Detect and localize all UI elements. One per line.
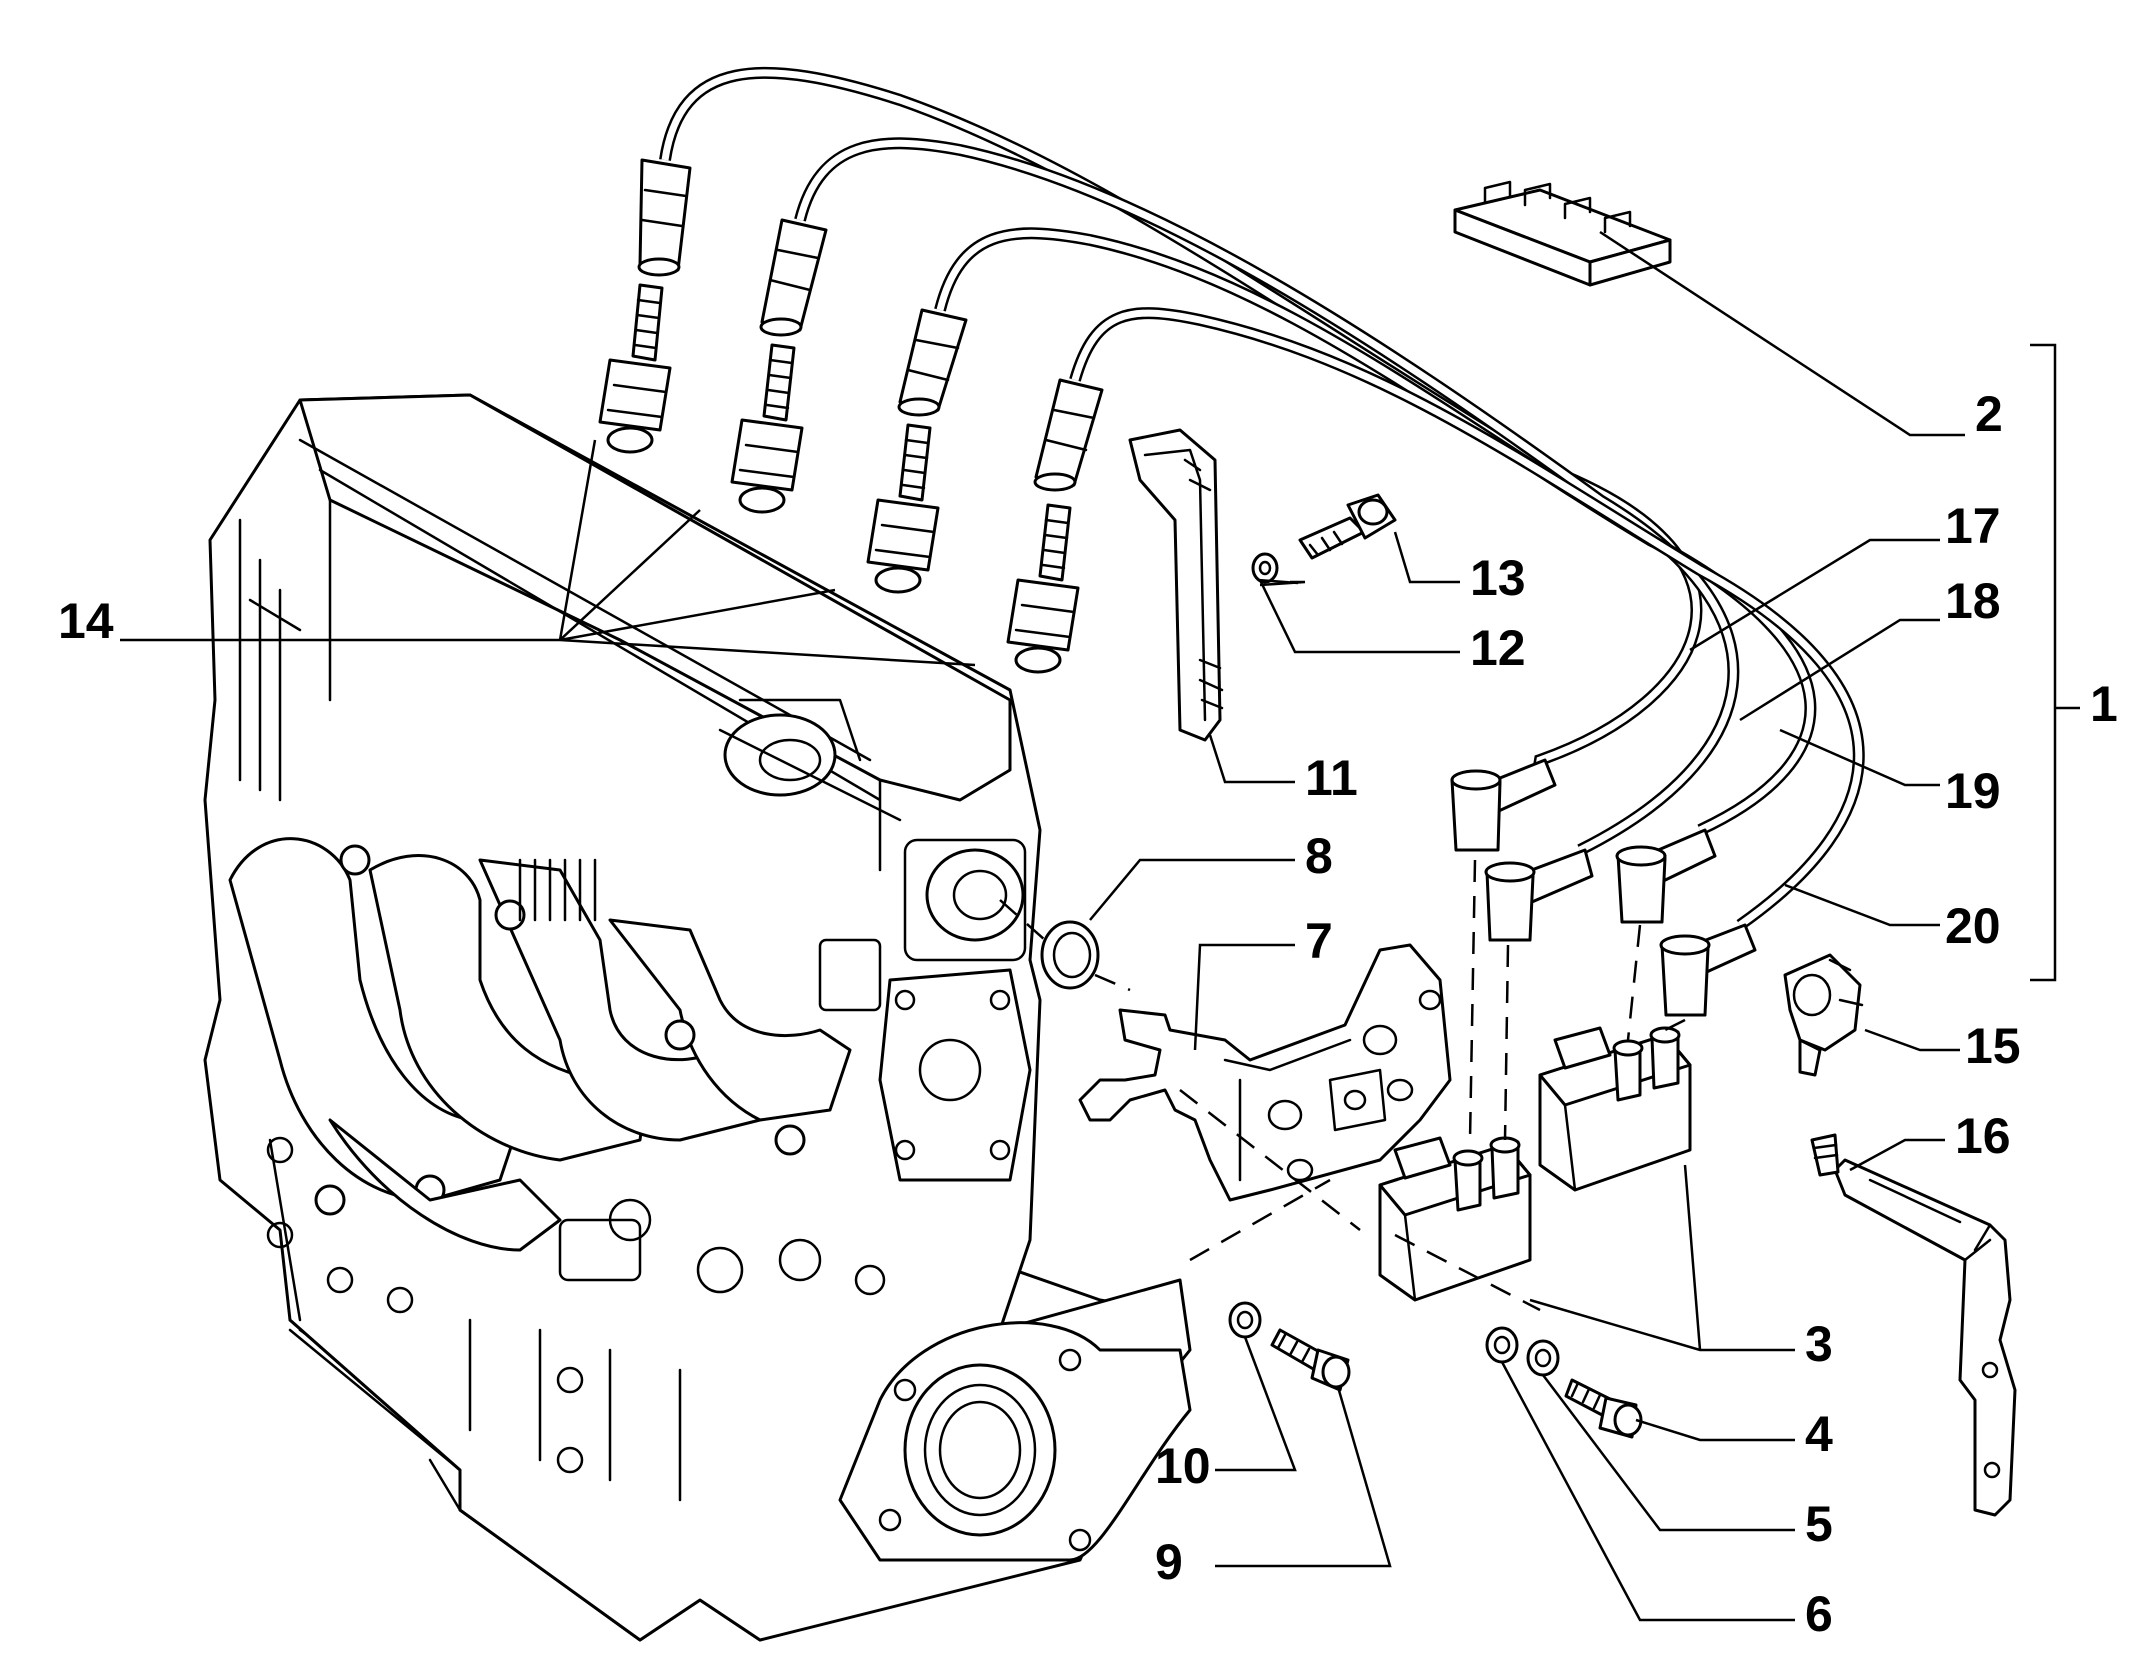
callout-6: 6 — [1805, 1586, 1833, 1642]
spark-plug — [1006, 503, 1080, 674]
callout-8: 8 — [1305, 828, 1333, 884]
coil-boot-17 — [1450, 758, 1557, 852]
callout-5: 5 — [1805, 1496, 1833, 1552]
callout-9: 9 — [1155, 1534, 1183, 1590]
callout-15: 15 — [1965, 1018, 2021, 1074]
screw-4 — [1564, 1378, 1643, 1439]
callout-12: 12 — [1470, 620, 1526, 676]
ignition-coil-front — [1378, 1136, 1532, 1302]
spark-plug — [730, 343, 804, 514]
washer-6 — [1485, 1326, 1519, 1364]
callout-3: 3 — [1805, 1316, 1833, 1372]
callout-18: 18 — [1945, 573, 2001, 629]
assembly-lines — [999, 859, 1686, 1312]
washer-10 — [1228, 1301, 1262, 1339]
bracket-16 — [1810, 1133, 2017, 1517]
callouts: 1 2 3 4 5 6 7 8 9 10 11 12 13 14 15 16 1… — [58, 386, 2118, 1642]
callout-16: 16 — [1955, 1108, 2011, 1164]
callout-11: 11 — [1305, 750, 1358, 806]
coil-bracket — [1078, 943, 1452, 1202]
leader-lines — [120, 230, 2080, 1622]
coil-boot-19 — [1615, 828, 1717, 924]
ht-lead-set — [637, 66, 1865, 1017]
coil-boot-20 — [1659, 923, 1757, 1017]
callout-13: 13 — [1470, 550, 1526, 606]
callout-14: 14 — [58, 593, 114, 649]
spark-plugs — [598, 283, 1080, 674]
lead-bracket — [1128, 428, 1224, 742]
callout-10: 10 — [1155, 1438, 1211, 1494]
lead-retaining-clip — [1453, 180, 1672, 287]
callout-1: 1 — [2090, 676, 2118, 732]
callout-4: 4 — [1805, 1406, 1833, 1462]
callout-7: 7 — [1305, 913, 1333, 969]
screw-9 — [1270, 1328, 1351, 1392]
plug-boot — [897, 308, 968, 417]
screw-13 — [1298, 493, 1397, 560]
plug-boot — [1033, 378, 1104, 492]
callout-19: 19 — [1945, 763, 2001, 819]
callout-17: 17 — [1945, 498, 2001, 554]
spark-plug — [598, 283, 672, 454]
callout-20: 20 — [1945, 898, 2001, 954]
washer-12 — [1251, 552, 1279, 584]
coil-boot-18 — [1484, 848, 1594, 942]
spark-plug — [866, 423, 940, 594]
sensor-15 — [1783, 953, 1864, 1077]
washer-5 — [1526, 1339, 1560, 1377]
engine-block — [203, 393, 1192, 1642]
plug-boot — [759, 218, 828, 337]
plug-boot — [637, 158, 692, 277]
o-ring-8 — [1040, 920, 1100, 990]
callout-2: 2 — [1975, 386, 2003, 442]
ignition-coil-rear — [1538, 1026, 1692, 1192]
